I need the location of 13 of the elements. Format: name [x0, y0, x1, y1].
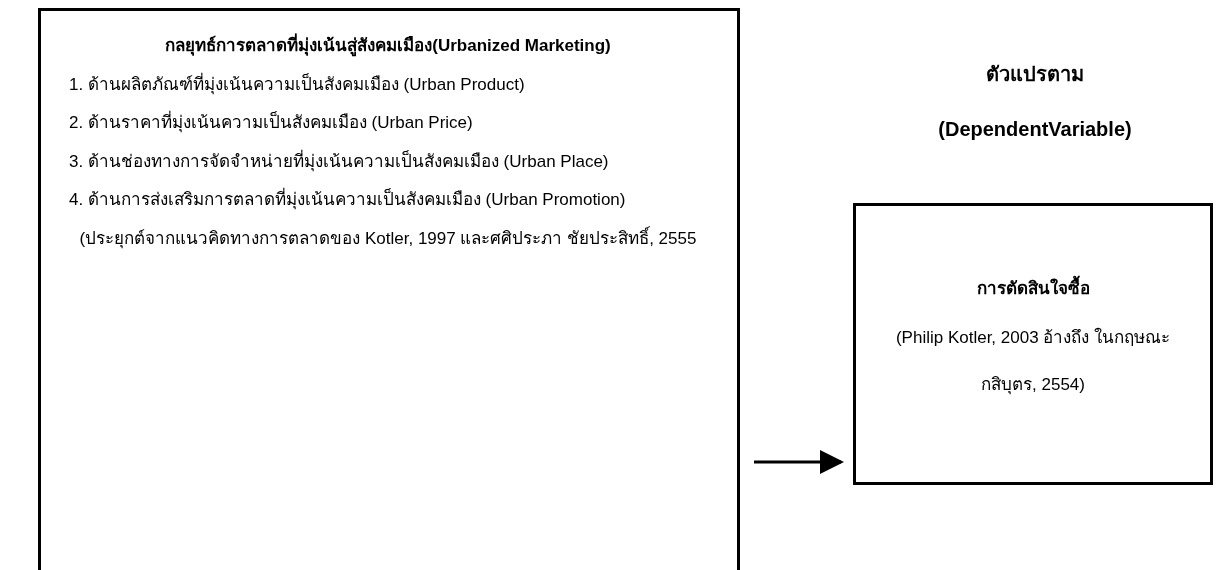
list-item: 2. ด้านราคาที่มุ่งเน้นความเป็นสังคมเมือง (Urban Price): [49, 104, 727, 143]
variable-box: [853, 203, 1213, 485]
arrow: [754, 450, 844, 474]
list-item: 4. ด้านการส่งเสริมการตลาดที่มุ่งเน้นความเป็นสังคมเมือง (Urban Promotion): [49, 181, 727, 220]
list-item: 3. ด้านช่องทางการจัดจำหน่ายที่มุ่งเน้นความเป็นสังคมเมือง (Urban Place): [68, 148, 610, 174]
heading-text: กลยุทธ์การตลาดที่มุ่งเน้นสู่สังคมเมือง(Urbanized Marketing): [49, 27, 727, 66]
source-note: (ประยุกต์จากแนวคิดทางการตลาดของ Kotler, 1997 และศศิประภา ชัยประสิทธิ์, 2555: [78, 225, 698, 251]
heading-text: การตัดสินใจซื้อ: [866, 272, 1200, 306]
column-heading: (DependentVariable): [937, 118, 1133, 141]
list-item: 1. ด้านผลิตภัณฑ์ที่มุ่งเน้นความเป็นสังคมเมือง (Urban Product): [68, 71, 526, 97]
strategy-box: [38, 8, 740, 570]
citation-text: (Philip Kotler, 2003 อ้างถึง ในกฤษณะ กสิบุตร, 2554): [894, 326, 1172, 397]
column-heading: ตัวแปรตาม: [985, 62, 1085, 87]
